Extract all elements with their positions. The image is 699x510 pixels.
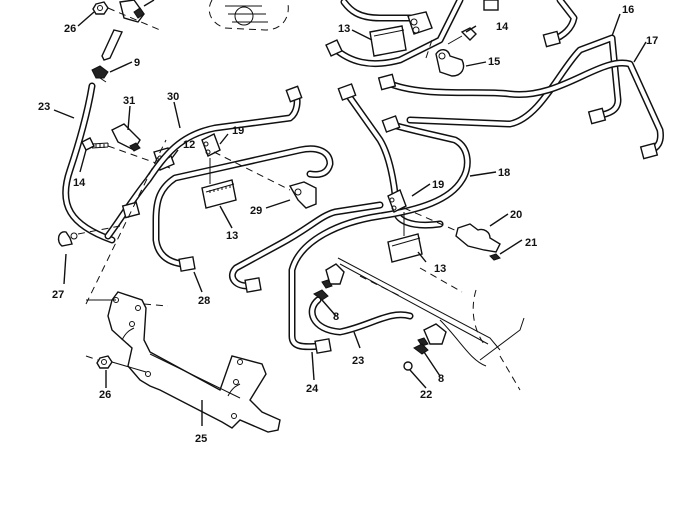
injection-line-center — [229, 201, 384, 293]
injector-fitting-upper — [321, 263, 345, 289]
callout-19-right: 19 — [432, 179, 444, 191]
grommet-13-top — [369, 25, 407, 57]
callout-16: 16 — [622, 4, 634, 16]
callout-18: 18 — [498, 167, 510, 179]
clamp-15 — [435, 49, 465, 77]
hose-clamp-8-lower — [413, 343, 429, 355]
nut-26-top — [92, 1, 109, 15]
fitting-top — [483, 0, 499, 11]
callout-14-top: 14 — [496, 21, 509, 33]
callout-25: 25 — [195, 433, 207, 445]
injection-line-17 — [377, 59, 664, 160]
callout-29: 29 — [250, 205, 262, 217]
callout-28: 28 — [198, 295, 210, 307]
callout-14-left: 14 — [73, 177, 86, 189]
callout-31: 31 — [123, 95, 135, 107]
injection-line-18-b — [288, 115, 471, 354]
callout-24: 24 — [306, 383, 319, 395]
tube-clamp-19-upper — [201, 133, 221, 157]
callout-26-bottom: 26 — [99, 389, 111, 401]
callout-9: 9 — [134, 57, 140, 69]
injection-line-28 — [152, 145, 334, 272]
clamp-top-left — [119, 0, 155, 23]
callout-21: 21 — [525, 237, 537, 249]
injection-line-top-a — [340, 0, 414, 22]
callout-27: 27 — [52, 289, 64, 301]
clamp-29 — [288, 181, 317, 209]
callout-13-top: 13 — [338, 23, 350, 35]
callout-30: 30 — [167, 91, 179, 103]
clamp-31 — [111, 123, 141, 152]
injection-pump-partial — [208, 0, 289, 31]
leader-lines — [53, 11, 647, 426]
hose-23-bottom — [308, 296, 414, 336]
screw-14-left — [81, 137, 109, 151]
engine-block-outline — [337, 257, 525, 391]
callout-15: 15 — [488, 56, 500, 68]
support-bracket-25 — [107, 291, 281, 433]
grommet-13-right — [387, 233, 423, 263]
callout-12: 12 — [183, 139, 195, 151]
hose-clamp-9 — [91, 65, 109, 83]
clip-27 — [57, 231, 78, 247]
callout-20: 20 — [510, 209, 522, 221]
callout-17: 17 — [646, 35, 658, 47]
callout-23-bottom: 23 — [352, 355, 364, 367]
callout-23-left: 23 — [38, 101, 50, 113]
injection-line-right-top — [542, 0, 578, 48]
callout-13-center: 13 — [226, 230, 238, 242]
nut-26-bottom — [96, 355, 113, 369]
callout-13-right: 13 — [434, 263, 446, 275]
grommet-13-center — [201, 179, 237, 209]
injection-line-16 — [406, 34, 622, 128]
callout-26-top: 26 — [64, 23, 76, 35]
tube-clamp-19-right — [387, 189, 407, 213]
callout-22: 22 — [420, 389, 432, 401]
injector-fitting-lower — [417, 323, 447, 347]
hose-segment-top — [101, 29, 123, 61]
screw-14-top — [447, 27, 477, 45]
tube-clamp-top — [407, 11, 433, 35]
callout-8-upper: 8 — [333, 311, 339, 323]
screw-21 — [489, 253, 501, 261]
callout-8-lower: 8 — [438, 373, 444, 385]
clamp-20 — [455, 223, 501, 253]
callout-19-upper: 19 — [232, 125, 244, 137]
injection-line-30 — [104, 85, 303, 240]
hose-23-left — [62, 82, 116, 244]
plug-22 — [403, 361, 413, 371]
injection-line-top-b — [325, 0, 464, 68]
